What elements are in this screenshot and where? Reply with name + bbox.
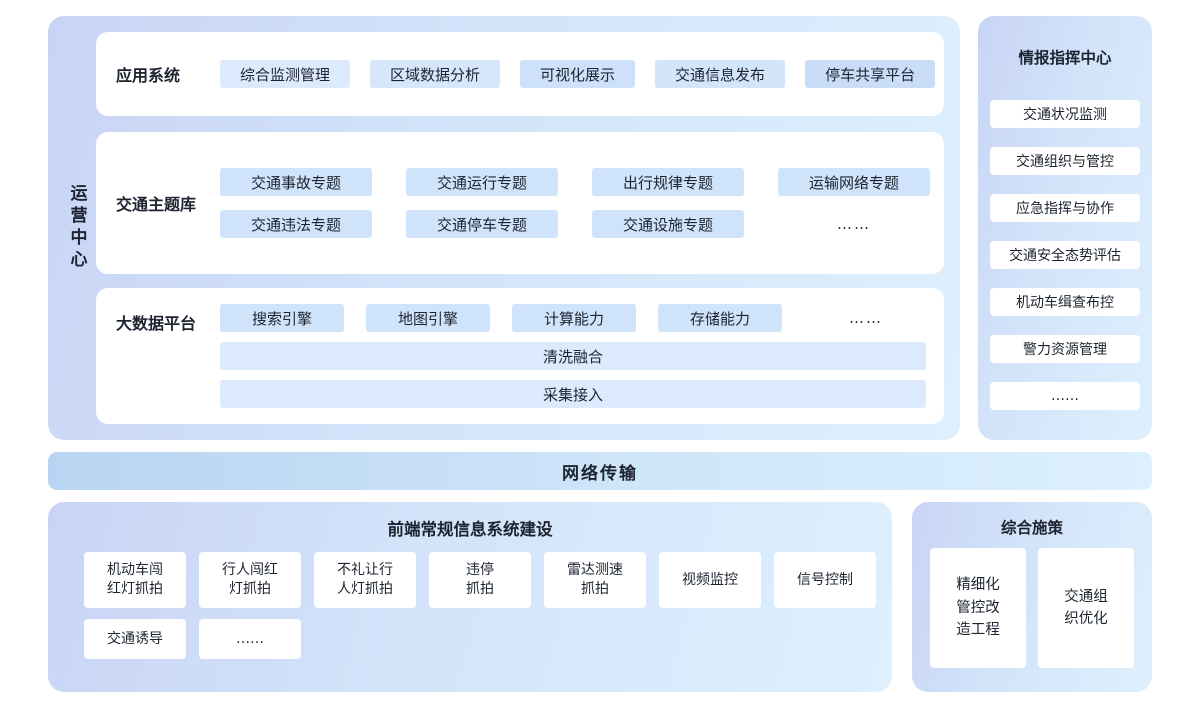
application-systems-card: 应用系统 综合监测管理区域数据分析可视化展示交通信息发布停车共享平台 xyxy=(96,32,944,116)
command-center-item: 应急指挥与协作 xyxy=(990,194,1140,222)
network-transmission-bar: 网络传输 xyxy=(48,452,1152,490)
frontend-device-box: 不礼让行人灯抓拍 xyxy=(314,552,416,608)
comprehensive-measures-panel: 综合施策 精细化管控改造工程交通组织优化 xyxy=(912,502,1152,692)
frontend-device-box: 雷达测速抓拍 xyxy=(544,552,646,608)
bigdata-platform-items: 搜索引擎地图引擎计算能力存储能力 …… 清洗融合采集接入 xyxy=(220,304,928,408)
theme-chip: 交通设施专题 xyxy=(592,210,744,238)
bigdata-chip: 存储能力 xyxy=(658,304,782,332)
frontend-device-box: 交通诱导 xyxy=(84,619,186,659)
application-systems-items: 综合监测管理区域数据分析可视化展示交通信息发布停车共享平台 xyxy=(220,60,936,88)
frontend-device-box: 机动车闯红灯抓拍 xyxy=(84,552,186,608)
frontend-device-box: 视频监控 xyxy=(659,552,761,608)
comprehensive-measures-items: 精细化管控改造工程交通组织优化 xyxy=(912,548,1152,668)
theme-chip: 交通运行专题 xyxy=(406,168,558,196)
frontend-systems-row1: 机动车闯红灯抓拍行人闯红灯抓拍不礼让行人灯抓拍违停抓拍雷达测速抓拍视频监控信号控… xyxy=(84,552,892,608)
frontend-systems-panel: 前端常规信息系统建设 机动车闯红灯抓拍行人闯红灯抓拍不礼让行人灯抓拍违停抓拍雷达… xyxy=(48,502,892,692)
theme-library-row: 交通违法专题 交通停车专题 交通设施专题 …… xyxy=(220,210,930,238)
operation-center-panel: 运营中心 应用系统 综合监测管理区域数据分析可视化展示交通信息发布停车共享平台 … xyxy=(48,16,960,440)
ellipsis-text: …… xyxy=(849,309,883,327)
app-system-chip: 停车共享平台 xyxy=(805,60,936,88)
theme-library-title: 交通主题库 xyxy=(116,195,197,214)
theme-chip: 交通事故专题 xyxy=(220,168,372,196)
bigdata-chip: 计算能力 xyxy=(512,304,636,332)
theme-library-items: 交通事故专题 交通运行专题 出行规律专题 运输网络专题交通违法专题 交通停车专题 交通设施… xyxy=(220,168,930,238)
command-center-item: …… xyxy=(990,382,1140,410)
command-center-item: 交通组织与管控 xyxy=(990,147,1140,175)
theme-chip: 运输网络专题 xyxy=(778,168,930,196)
bigdata-bar: 清洗融合 xyxy=(220,342,926,370)
app-system-chip: 区域数据分析 xyxy=(370,60,501,88)
frontend-systems-row2: 交通诱导 …… xyxy=(84,619,892,659)
application-systems-title: 应用系统 xyxy=(116,66,181,85)
frontend-device-box: 信号控制 xyxy=(774,552,876,608)
measure-box: 交通组织优化 xyxy=(1038,548,1134,668)
frontend-device-box: 违停抓拍 xyxy=(429,552,531,608)
bigdata-platform-card: 大数据平台 搜索引擎地图引擎计算能力存储能力 …… 清洗融合采集接入 xyxy=(96,288,944,424)
theme-chip: 出行规律专题 xyxy=(592,168,744,196)
command-center-item: 机动车缉查布控 xyxy=(990,288,1140,316)
command-center-title: 情报指挥中心 xyxy=(1018,49,1112,67)
bigdata-bar: 采集接入 xyxy=(220,380,926,408)
command-center-items: 交通状况监测交通组织与管控应急指挥与协作交通安全态势评估机动车缉查布控警力资源管… xyxy=(990,100,1140,410)
ellipsis-text: …… xyxy=(837,215,871,233)
command-center-panel: 情报指挥中心 交通状况监测交通组织与管控应急指挥与协作交通安全态势评估机动车缉查… xyxy=(978,16,1152,440)
measure-box: 精细化管控改造工程 xyxy=(930,548,1026,668)
theme-chip: 交通停车专题 xyxy=(406,210,558,238)
bigdata-chip: 地图引擎 xyxy=(366,304,490,332)
bigdata-platform-title: 大数据平台 xyxy=(116,314,197,333)
frontend-device-box: 行人闯红灯抓拍 xyxy=(199,552,301,608)
app-system-chip: 可视化展示 xyxy=(520,60,636,88)
app-system-chip: 交通信息发布 xyxy=(655,60,786,88)
command-center-item: 警力资源管理 xyxy=(990,335,1140,363)
bigdata-engines-row: 搜索引擎地图引擎计算能力存储能力 …… xyxy=(220,304,928,332)
theme-library-row: 交通事故专题 交通运行专题 出行规律专题 运输网络专题 xyxy=(220,168,930,196)
bigdata-chip: 搜索引擎 xyxy=(220,304,344,332)
command-center-item: 交通状况监测 xyxy=(990,100,1140,128)
theme-library-card: 交通主题库 交通事故专题 交通运行专题 出行规律专题 运输网络专题交通违法专题 交通停车… xyxy=(96,132,944,274)
comprehensive-measures-title: 综合施策 xyxy=(1000,519,1063,537)
frontend-systems-title: 前端常规信息系统建设 xyxy=(387,520,553,539)
frontend-device-box: …… xyxy=(199,619,301,659)
theme-chip: 交通违法专题 xyxy=(220,210,372,238)
command-center-item: 交通安全态势评估 xyxy=(990,241,1140,269)
app-system-chip: 综合监测管理 xyxy=(220,60,351,88)
operation-center-label: 运营中心 xyxy=(66,184,87,272)
